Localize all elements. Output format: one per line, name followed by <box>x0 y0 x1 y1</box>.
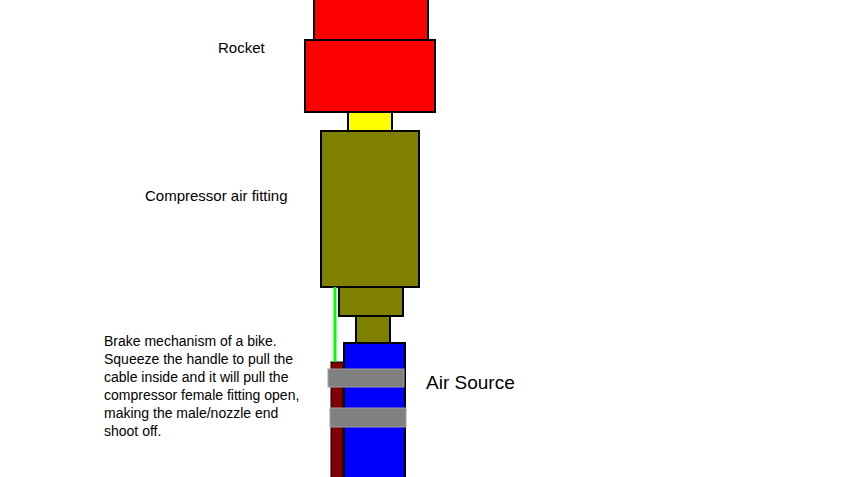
label-text: Compressor air fitting <box>145 187 288 205</box>
clamp-band <box>330 408 406 427</box>
rocket-nozzle <box>348 112 392 131</box>
rocket-nose <box>314 0 428 40</box>
fitting-collar <box>339 287 403 316</box>
clamp-band <box>328 369 404 387</box>
label-text: Rocket <box>218 39 265 57</box>
label-text: Brake mechanism of a bike. Squeeze the h… <box>104 332 316 440</box>
male-fitting <box>356 316 390 343</box>
label-text: Air Source <box>426 372 515 394</box>
female-fitting <box>321 131 419 287</box>
rocket-body <box>305 40 435 112</box>
brake-cable <box>334 287 337 362</box>
